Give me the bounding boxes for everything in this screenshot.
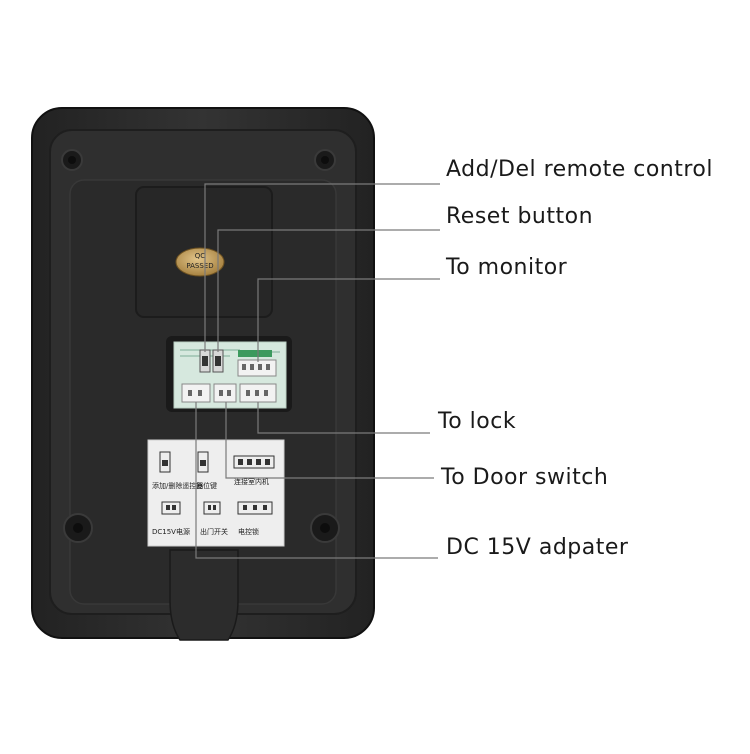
sticker-label-lock: 电控锁 [238, 527, 259, 536]
qc-passed-badge: QC PASSED [175, 247, 225, 277]
callout-to-door-switch: To Door switch [441, 465, 608, 490]
callout-dc-text: DC 15V adpater [446, 535, 629, 560]
pcb-green-header [238, 350, 272, 357]
mount-hole-bottom-left [63, 513, 93, 543]
sticker-label-door: 出门开关 [200, 527, 228, 536]
leader-monitor [257, 278, 440, 362]
callout-to-monitor: To monitor [446, 255, 567, 280]
leader-dc [195, 402, 438, 559]
callout-reset-text: Reset button [446, 204, 594, 229]
leader-lock [257, 402, 430, 434]
leader-reset [217, 229, 440, 352]
monitor-connector [237, 359, 277, 377]
sticker-icons [159, 451, 275, 515]
sticker-label-monitor: 连接室内机 [234, 477, 269, 486]
callout-door-switch-text: To Door switch [441, 465, 609, 490]
callout-add-del-text: Add/Del remote control [446, 157, 713, 182]
dc-connector [181, 383, 211, 403]
callout-add-del-remote: Add/Del remote control [446, 157, 713, 182]
callout-reset-button: Reset button [446, 204, 593, 229]
cable-neck [169, 549, 239, 641]
sticker-icon-fills [162, 459, 270, 510]
callout-to-lock: To lock [438, 409, 516, 434]
leader-lines [195, 183, 440, 559]
leader-add-del [204, 183, 440, 352]
leader-door-switch [225, 402, 434, 479]
add-del-remote-button[interactable] [199, 349, 211, 373]
sticker-label-reset: 复位键 [196, 481, 217, 490]
qc-badge-line2: PASSED [186, 262, 213, 270]
wiring-sticker [147, 439, 285, 547]
lock-connector [239, 383, 277, 403]
mount-hole-bottom-right [310, 513, 340, 543]
reset-button[interactable] [212, 349, 224, 373]
door-switch-connector [213, 383, 237, 403]
sticker-label-addel: 添加/删除遥控器 [152, 481, 203, 490]
mount-hole-top-right [314, 149, 336, 171]
sticker-label-dc: DC15V电源 [152, 527, 190, 536]
callout-monitor-text: To monitor [446, 255, 568, 280]
callout-dc-adapter: DC 15V adpater [446, 535, 628, 560]
mount-hole-top-left [61, 149, 83, 171]
qc-badge-line1: QC [195, 252, 206, 260]
callout-lock-text: To lock [438, 409, 517, 434]
